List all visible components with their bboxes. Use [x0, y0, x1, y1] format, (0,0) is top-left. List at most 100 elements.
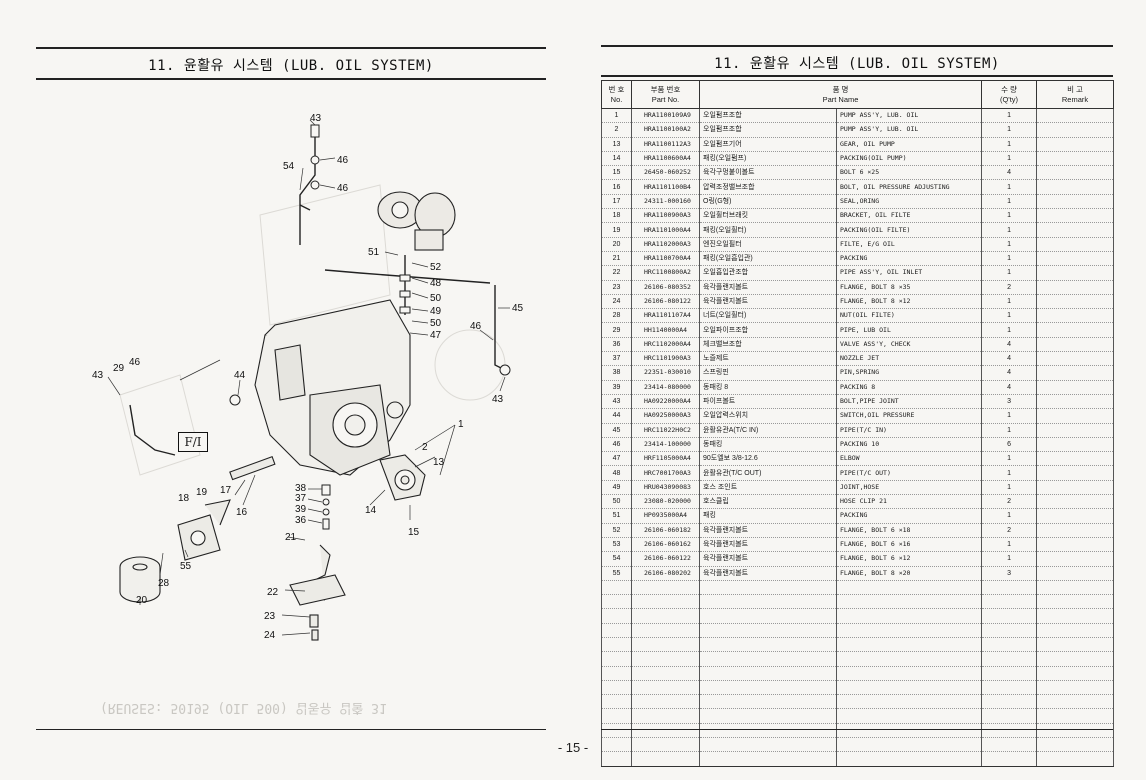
cell-name-en: FLANGE, BOLT 8 ×20 [835, 566, 983, 581]
cell-part-no [631, 737, 700, 753]
callout-46-d: 46 [129, 357, 141, 368]
cell-name-ko: 패킹(오일펌프) [699, 151, 837, 167]
cell-no: 18 [601, 208, 632, 224]
cell-part-no: 26450-060252 [631, 165, 700, 181]
cell-name-en: FILTE, E/G OIL [835, 237, 983, 252]
cell-name-en: GEAR, OIL PUMP [835, 137, 983, 152]
cell-qty: 1 [981, 265, 1038, 281]
cell-qty: 1 [981, 194, 1038, 210]
callout-46-a: 46 [337, 155, 349, 166]
cell-part-no: HRA1100109A9 [631, 108, 700, 124]
cell-remark [1036, 122, 1115, 138]
cell-part-no: 22351-030010 [631, 365, 700, 381]
cell-no: 49 [601, 480, 632, 496]
cell-qty: 1 [981, 251, 1038, 267]
callout-18: 18 [178, 493, 190, 504]
cell-qty [981, 608, 1038, 624]
cell-name-ko: 90도엘보 3/8-12.6 [699, 451, 837, 467]
cell-name-ko [699, 737, 837, 753]
cell-qty [981, 651, 1038, 667]
cell-no: 28 [601, 308, 632, 324]
callout-45: 45 [512, 303, 524, 314]
callout-14: 14 [365, 505, 377, 516]
callout-37: 37 [295, 493, 307, 504]
cell-name-ko [699, 694, 837, 710]
cell-name-en: PIPE ASS'Y, OIL INLET [835, 265, 983, 281]
left-page-title: 11. 윤활유 시스템 (LUB. OIL SYSTEM) [148, 58, 434, 74]
callout-29: 29 [113, 363, 125, 374]
cell-qty [981, 580, 1038, 596]
cell-name-en [835, 751, 983, 767]
callout-54: 54 [283, 161, 295, 172]
cell-qty [981, 751, 1038, 767]
cell-name-en [835, 666, 983, 681]
cell-no: 2 [601, 122, 632, 138]
fi-label-box: F/I [178, 432, 208, 452]
cell-name-ko: 육각플랜지볼트 [699, 294, 837, 310]
cell-name-en [835, 708, 983, 724]
cell-qty: 6 [981, 437, 1038, 453]
cell-no: 52 [601, 523, 632, 538]
cell-part-no [631, 580, 700, 596]
cell-name-ko [699, 751, 837, 767]
cell-name-ko: 오일펌프조합 [699, 122, 837, 138]
cell-qty: 1 [981, 237, 1038, 252]
title-top-rule-right [601, 45, 1113, 47]
cell-part-no: HA09220000A4 [631, 394, 700, 410]
table-row [601, 580, 1115, 596]
cell-qty: 2 [981, 280, 1038, 295]
cell-no [601, 723, 632, 739]
cell-qty [981, 694, 1038, 710]
callout-21: 21 [285, 532, 297, 543]
cell-no: 47 [601, 451, 632, 467]
cell-qty: 4 [981, 351, 1038, 367]
callout-24: 24 [264, 630, 276, 641]
cell-name-en: BOLT 6 ×25 [835, 165, 983, 181]
cell-no [601, 666, 632, 681]
cell-name-ko [699, 651, 837, 667]
cell-name-ko [699, 594, 837, 610]
cell-name-en: PUMP ASS'Y, LUB. OIL [835, 108, 983, 124]
cell-name-ko: 호스클립 [699, 494, 837, 510]
table-row [601, 680, 1115, 696]
cell-qty: 1 [981, 408, 1038, 424]
cell-no [601, 737, 632, 753]
callout-50-b: 50 [430, 318, 442, 329]
callout-46-c: 46 [470, 321, 482, 332]
cell-remark [1036, 451, 1115, 467]
cell-name-en: VALVE ASS'Y, CHECK [835, 337, 983, 353]
cell-name-ko [699, 708, 837, 724]
cell-name-en: FLANGE, BOLT 8 ×12 [835, 294, 983, 310]
cell-name-ko: 압력조정밸브조합 [699, 179, 837, 195]
cell-part-no: HH1140000A4 [631, 322, 700, 338]
cell-remark [1036, 437, 1115, 453]
cell-qty: 1 [981, 465, 1038, 481]
cell-part-no: 26106-080352 [631, 280, 700, 295]
callout-50-a: 50 [430, 293, 442, 304]
cell-no: 15 [601, 165, 632, 181]
cell-part-no: HRA1102000A3 [631, 237, 700, 252]
cell-no: 1 [601, 108, 632, 124]
cell-qty: 1 [981, 451, 1038, 467]
cell-qty: 2 [981, 523, 1038, 538]
cell-name-en [835, 594, 983, 610]
cell-remark [1036, 280, 1115, 295]
callout-47: 47 [430, 330, 442, 341]
cell-remark [1036, 551, 1115, 567]
cell-name-en: PUMP ASS'Y, LUB. OIL [835, 122, 983, 138]
cell-part-no: HRA1101107A4 [631, 308, 700, 324]
